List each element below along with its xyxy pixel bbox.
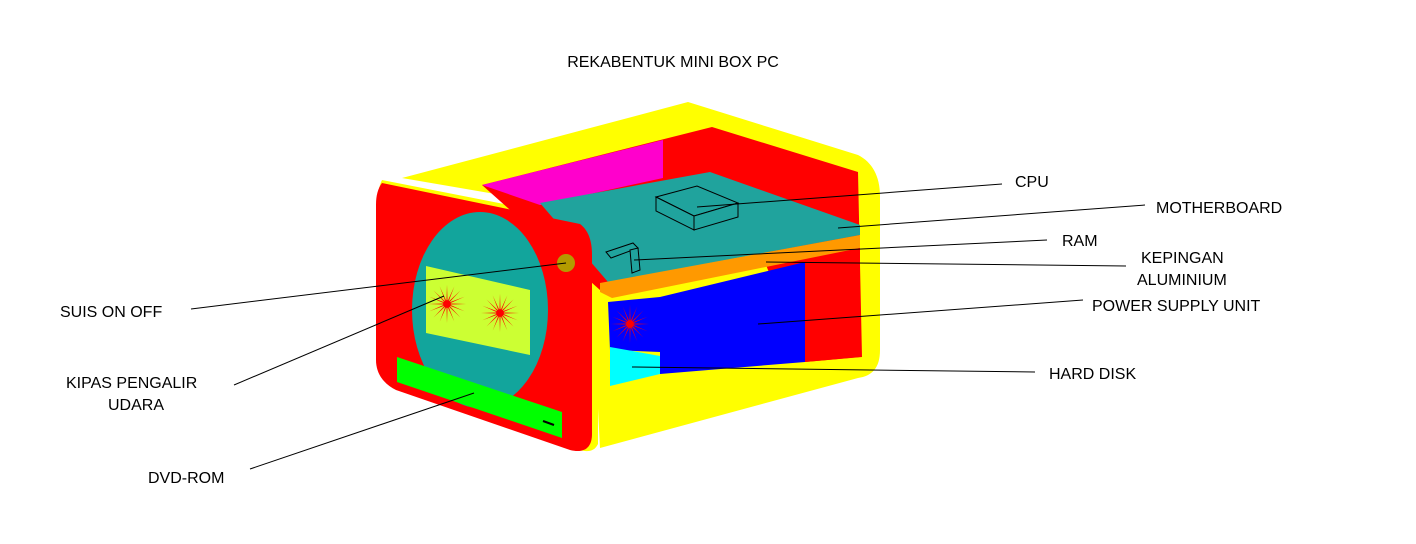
fan-blade xyxy=(446,307,448,323)
label-aluminium-line1: KEPINGAN xyxy=(1141,250,1224,267)
label-fan-line2: UDARA xyxy=(108,397,164,414)
fan-blade xyxy=(486,315,498,327)
aluminium-plate xyxy=(600,235,860,298)
leader-dvd xyxy=(249,392,475,470)
fan-blade xyxy=(622,306,629,321)
fan-blade xyxy=(450,305,465,312)
fan-blade xyxy=(439,286,446,301)
label-hard-disk: HARD DISK xyxy=(1049,366,1136,383)
fan-blade xyxy=(616,310,628,322)
hard-disk xyxy=(610,347,660,386)
fan-blade xyxy=(633,325,648,332)
drive-bay xyxy=(608,297,660,352)
bay-fan-icon xyxy=(611,305,649,343)
label-aluminium-line2: ALUMINIUM xyxy=(1137,272,1227,289)
leader-motherboard xyxy=(837,204,1146,229)
leader-aluminium xyxy=(765,261,1127,267)
leader-switch xyxy=(190,262,567,310)
fan-blade xyxy=(501,316,508,331)
fan-blade xyxy=(633,316,648,323)
label-fan-line1: KIPAS PENGALIR xyxy=(66,375,197,392)
label-switch: SUIS ON OFF xyxy=(60,304,162,321)
fan-blade xyxy=(486,299,498,311)
cpu-chip xyxy=(654,185,740,231)
fan-blade xyxy=(499,294,501,310)
back-wall-accent xyxy=(482,140,663,205)
fan-blade xyxy=(492,316,499,331)
fan-blade xyxy=(448,307,455,322)
interior xyxy=(482,127,862,386)
fan-blade xyxy=(502,299,514,311)
ram-stick xyxy=(605,242,641,274)
fan-hub xyxy=(443,300,451,308)
fan-blade xyxy=(492,295,499,310)
label-motherboard: MOTHERBOARD xyxy=(1156,200,1282,217)
label-psu: POWER SUPPLY UNIT xyxy=(1092,298,1261,315)
fan-blade xyxy=(499,316,501,332)
leader-fan xyxy=(233,295,445,386)
dvd-rom-tray xyxy=(397,357,562,438)
fan-blade xyxy=(611,323,627,325)
fan-blade xyxy=(503,305,518,312)
label-dvd-rom: DVD-ROM xyxy=(148,470,224,487)
front-panel xyxy=(376,183,592,452)
fan-blade xyxy=(429,305,444,312)
fan-blade xyxy=(448,286,455,301)
power-supply-unit xyxy=(660,262,805,374)
fan-blade xyxy=(450,303,466,305)
fan-blade xyxy=(622,327,629,342)
fan-hub xyxy=(496,309,504,317)
callout-labels: CPU MOTHERBOARD RAM KEPINGAN ALUMINIUM P… xyxy=(60,174,1282,487)
fan-blade xyxy=(629,305,631,321)
fan-blade xyxy=(449,306,461,318)
fan-blade xyxy=(501,295,508,310)
label-cpu: CPU xyxy=(1015,174,1049,191)
fan-blade xyxy=(439,307,446,322)
fan-blade xyxy=(631,327,638,342)
fan-blade xyxy=(446,285,448,301)
fan-blade xyxy=(503,312,519,314)
diagram-title: REKABENTUK MINI BOX PC xyxy=(567,54,779,71)
fan-blade xyxy=(482,314,497,321)
fan-blade xyxy=(632,326,644,338)
leader-cpu xyxy=(696,183,1003,208)
fan-blade xyxy=(428,303,444,305)
fan-blade xyxy=(450,296,465,303)
fan-blade xyxy=(631,306,638,321)
fan-blade xyxy=(502,315,514,327)
fan-blade xyxy=(449,290,461,302)
fan-blade xyxy=(503,314,518,321)
fan-blade xyxy=(482,305,497,312)
fan-blade xyxy=(612,316,627,323)
leader-psu xyxy=(757,299,1084,325)
leader-ram xyxy=(633,239,1048,261)
fan-grille xyxy=(426,266,530,355)
leader-hdd xyxy=(631,366,1036,373)
fan-blade xyxy=(481,312,497,314)
fan-blade xyxy=(633,323,649,325)
fan-blade xyxy=(429,296,444,303)
fan-blade xyxy=(629,327,631,343)
fan-blade xyxy=(616,326,628,338)
leader-lines xyxy=(190,183,1146,470)
fan-hub xyxy=(626,320,634,328)
fan-blade xyxy=(433,290,445,302)
fan-blade-icon xyxy=(428,285,466,323)
fan-blade xyxy=(612,325,627,332)
dvd-eject-slot xyxy=(542,420,555,426)
label-ram: RAM xyxy=(1062,233,1098,250)
fan-blade-icon xyxy=(481,294,519,332)
psu-side xyxy=(805,248,860,362)
fan-blade xyxy=(632,310,644,322)
fan-blade xyxy=(433,306,445,318)
